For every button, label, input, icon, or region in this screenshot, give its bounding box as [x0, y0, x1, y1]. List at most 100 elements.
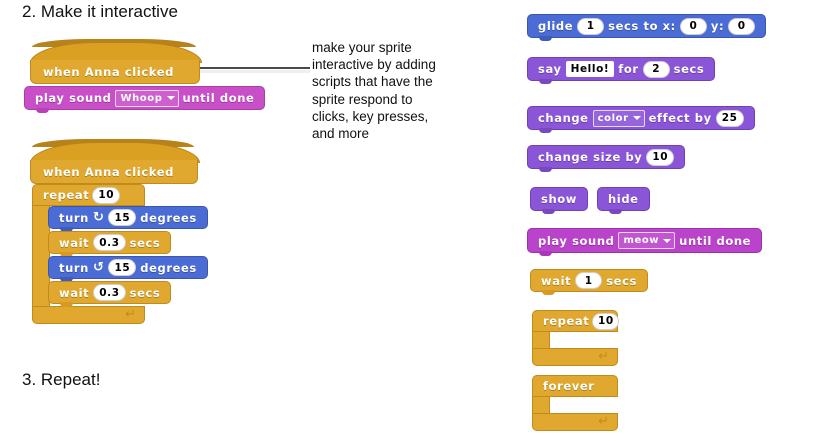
loop-arrow-icon: ↵	[125, 307, 136, 322]
block-wait-0-3-secs-b[interactable]: wait 0.3 secs	[48, 281, 172, 307]
sound-dropdown-value-1: Whoop	[120, 92, 163, 104]
block-forever[interactable]: forever ↵	[532, 375, 618, 431]
glide-y-label: y:	[710, 19, 725, 33]
wait-prefix-b: wait	[59, 285, 90, 300]
wait-secs-input-b[interactable]: 0.3	[93, 284, 126, 301]
block-say-for-secs[interactable]: say Hello! for 2 secs	[527, 57, 716, 84]
wait-suffix-b: secs	[129, 285, 161, 300]
block-play-sound-until-done-2[interactable]: play sound meow until done	[527, 228, 763, 256]
rotate-left-icon: ↺	[92, 260, 105, 275]
glide-y-input[interactable]: 0	[728, 17, 756, 35]
palette-wait-suffix: secs	[606, 273, 637, 288]
page-title-step-3: 3. Repeat!	[22, 370, 101, 389]
repeat-count-input[interactable]: 10	[92, 186, 121, 204]
change-effect-mid-label: effect by	[648, 111, 712, 125]
block-palette-repeat-10[interactable]: repeat 10 ↵	[532, 310, 620, 366]
block-notch	[539, 36, 552, 41]
say-suffix: secs	[673, 62, 705, 76]
hide-label: hide	[608, 192, 639, 206]
say-secs-input[interactable]: 2	[642, 60, 670, 78]
block-notch	[542, 209, 555, 214]
block-turn-ccw-15-degrees[interactable]: turn ↺ 15 degrees	[48, 256, 208, 282]
repeat-footer: ↵	[32, 306, 145, 324]
change-size-value-input[interactable]: 10	[646, 148, 675, 166]
chevron-down-icon	[632, 116, 641, 120]
change-size-prefix: change size by	[538, 150, 643, 164]
block-wait-0-3-secs-a[interactable]: wait 0.3 secs	[48, 231, 172, 257]
annotation-text: make your sprite interactive by adding s…	[312, 40, 436, 142]
page-title-step-2: 2. Make it interactive	[22, 2, 178, 21]
say-mid-label: for	[618, 62, 639, 76]
block-repeat-10[interactable]: repeat 10 ↵	[32, 184, 145, 324]
palette-wait-secs-input[interactable]: 1	[575, 272, 603, 289]
turn-ccw-degrees-input[interactable]: 15	[108, 259, 137, 276]
glide-prefix: glide	[538, 19, 574, 33]
block-show[interactable]: show	[530, 187, 588, 214]
block-notch	[60, 252, 73, 257]
block-notch	[539, 251, 552, 256]
palette-repeat-arm	[532, 332, 550, 348]
rotate-right-icon: ↻	[92, 210, 105, 225]
effect-dropdown[interactable]: color	[592, 109, 645, 127]
block-turn-cw-15-degrees[interactable]: turn ↻ 15 degrees	[48, 206, 208, 232]
turn-ccw-suffix: degrees	[140, 260, 197, 275]
glide-secs-input[interactable]: 1	[577, 17, 605, 35]
effect-dropdown-value: color	[597, 112, 629, 124]
wait-secs-input-a[interactable]: 0.3	[93, 234, 126, 251]
forever-arm	[532, 397, 550, 413]
block-notch	[609, 209, 622, 214]
block-notch	[542, 290, 555, 295]
glide-x-input[interactable]: 0	[679, 17, 707, 35]
change-effect-value-input[interactable]: 25	[715, 109, 744, 127]
hat-block-when-clicked-1[interactable]: when Anna clicked	[30, 39, 202, 84]
block-change-effect-by[interactable]: change color effect by 25	[527, 106, 755, 133]
change-effect-prefix: change	[538, 111, 589, 125]
forever-footer: ↵	[532, 413, 618, 431]
block-notch	[539, 128, 552, 133]
hat-block-label-2: when Anna clicked	[30, 160, 198, 184]
loop-arrow-icon: ↵	[598, 349, 609, 364]
play-sound-prefix-1: play sound	[35, 91, 112, 105]
hat-block-label-1: when Anna clicked	[30, 60, 200, 84]
turn-cw-degrees-input[interactable]: 15	[108, 209, 137, 226]
turn-ccw-prefix: turn	[59, 260, 89, 275]
block-notch	[36, 108, 49, 113]
turn-cw-suffix: degrees	[140, 210, 197, 225]
block-glide-secs-to-xy[interactable]: glide 1 secs to x: 0 y: 0	[527, 14, 767, 41]
sound-dropdown-value-2: meow	[623, 235, 660, 246]
block-notch	[539, 167, 552, 172]
block-wait-1-secs[interactable]: wait 1 secs	[530, 269, 648, 295]
repeat-label: repeat	[43, 188, 90, 202]
glide-mid-label: secs to x:	[608, 19, 676, 33]
forever-header[interactable]: forever	[532, 375, 618, 397]
block-notch	[60, 302, 73, 307]
block-change-size-by[interactable]: change size by 10	[527, 145, 686, 172]
turn-cw-prefix: turn	[59, 210, 89, 225]
palette-wait-prefix: wait	[541, 273, 572, 288]
block-hide[interactable]: hide	[597, 187, 650, 214]
play-sound-suffix-2: until done	[679, 233, 752, 248]
play-sound-prefix-2: play sound	[538, 233, 615, 248]
say-prefix: say	[538, 62, 562, 76]
sound-dropdown-1[interactable]: Whoop	[115, 89, 179, 107]
wait-prefix-a: wait	[59, 235, 90, 250]
palette-repeat-label: repeat	[543, 314, 590, 328]
wait-suffix-a: secs	[129, 235, 161, 250]
block-notch	[60, 277, 73, 282]
say-message-input[interactable]: Hello!	[565, 61, 615, 77]
forever-label: forever	[543, 379, 595, 393]
repeat-header[interactable]: repeat 10	[32, 184, 145, 206]
sound-dropdown-2[interactable]: meow	[618, 232, 676, 249]
show-label: show	[541, 192, 577, 206]
leader-line-shadow	[200, 70, 310, 73]
hat-block-when-clicked-2[interactable]: when Anna clicked	[30, 139, 200, 184]
palette-repeat-count-input[interactable]: 10	[592, 312, 620, 330]
palette-repeat-footer: ↵	[532, 348, 618, 366]
block-notch	[539, 79, 552, 84]
chevron-down-icon	[663, 238, 672, 243]
chevron-down-icon	[166, 96, 175, 100]
leader-line	[200, 67, 310, 69]
palette-repeat-header[interactable]: repeat 10	[532, 310, 620, 332]
block-play-sound-until-done-1[interactable]: play sound Whoop until done	[24, 86, 266, 113]
